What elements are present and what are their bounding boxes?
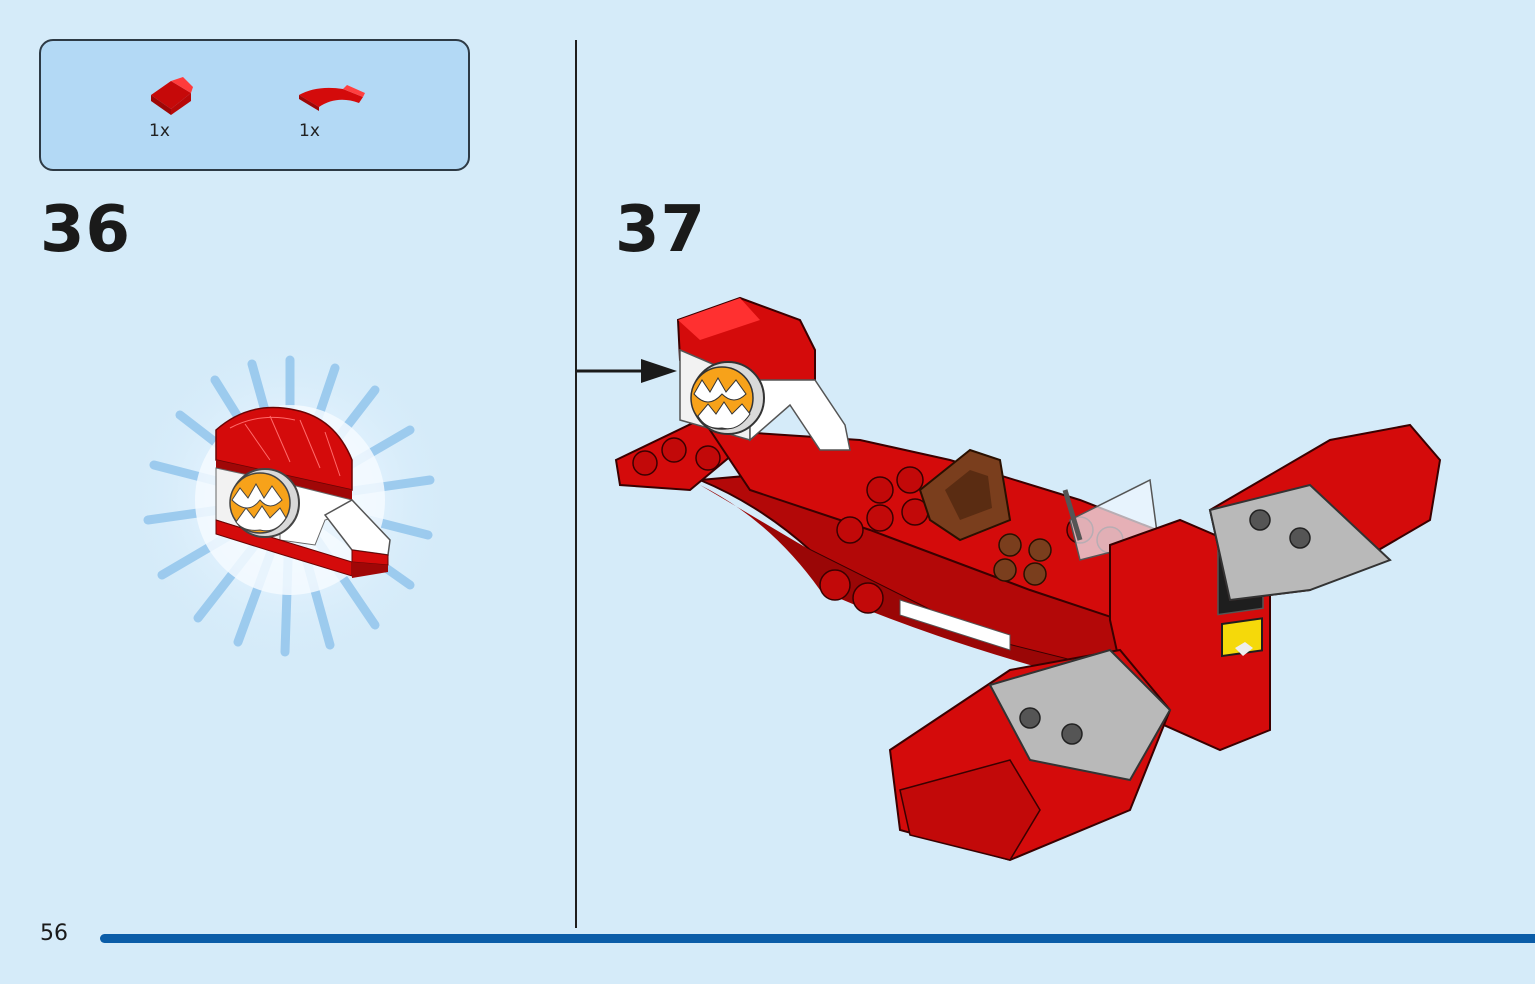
red-slope-brick-icon [151, 77, 193, 115]
step-divider [575, 40, 577, 928]
step-number: 37 [615, 193, 707, 267]
red-curved-tile-icon [299, 85, 365, 111]
part-count: 1x [149, 121, 170, 141]
step-36-subassembly-illustration [125, 335, 455, 665]
part-count: 1x [299, 121, 320, 141]
step-37-seaplane-illustration [614, 296, 1442, 862]
page-number: 56 [40, 921, 68, 946]
page-progress-bar [100, 934, 1535, 943]
parts-callout: 1x 1x [39, 39, 470, 171]
arrow-right-icon [577, 359, 677, 383]
step-number: 36 [40, 193, 132, 267]
